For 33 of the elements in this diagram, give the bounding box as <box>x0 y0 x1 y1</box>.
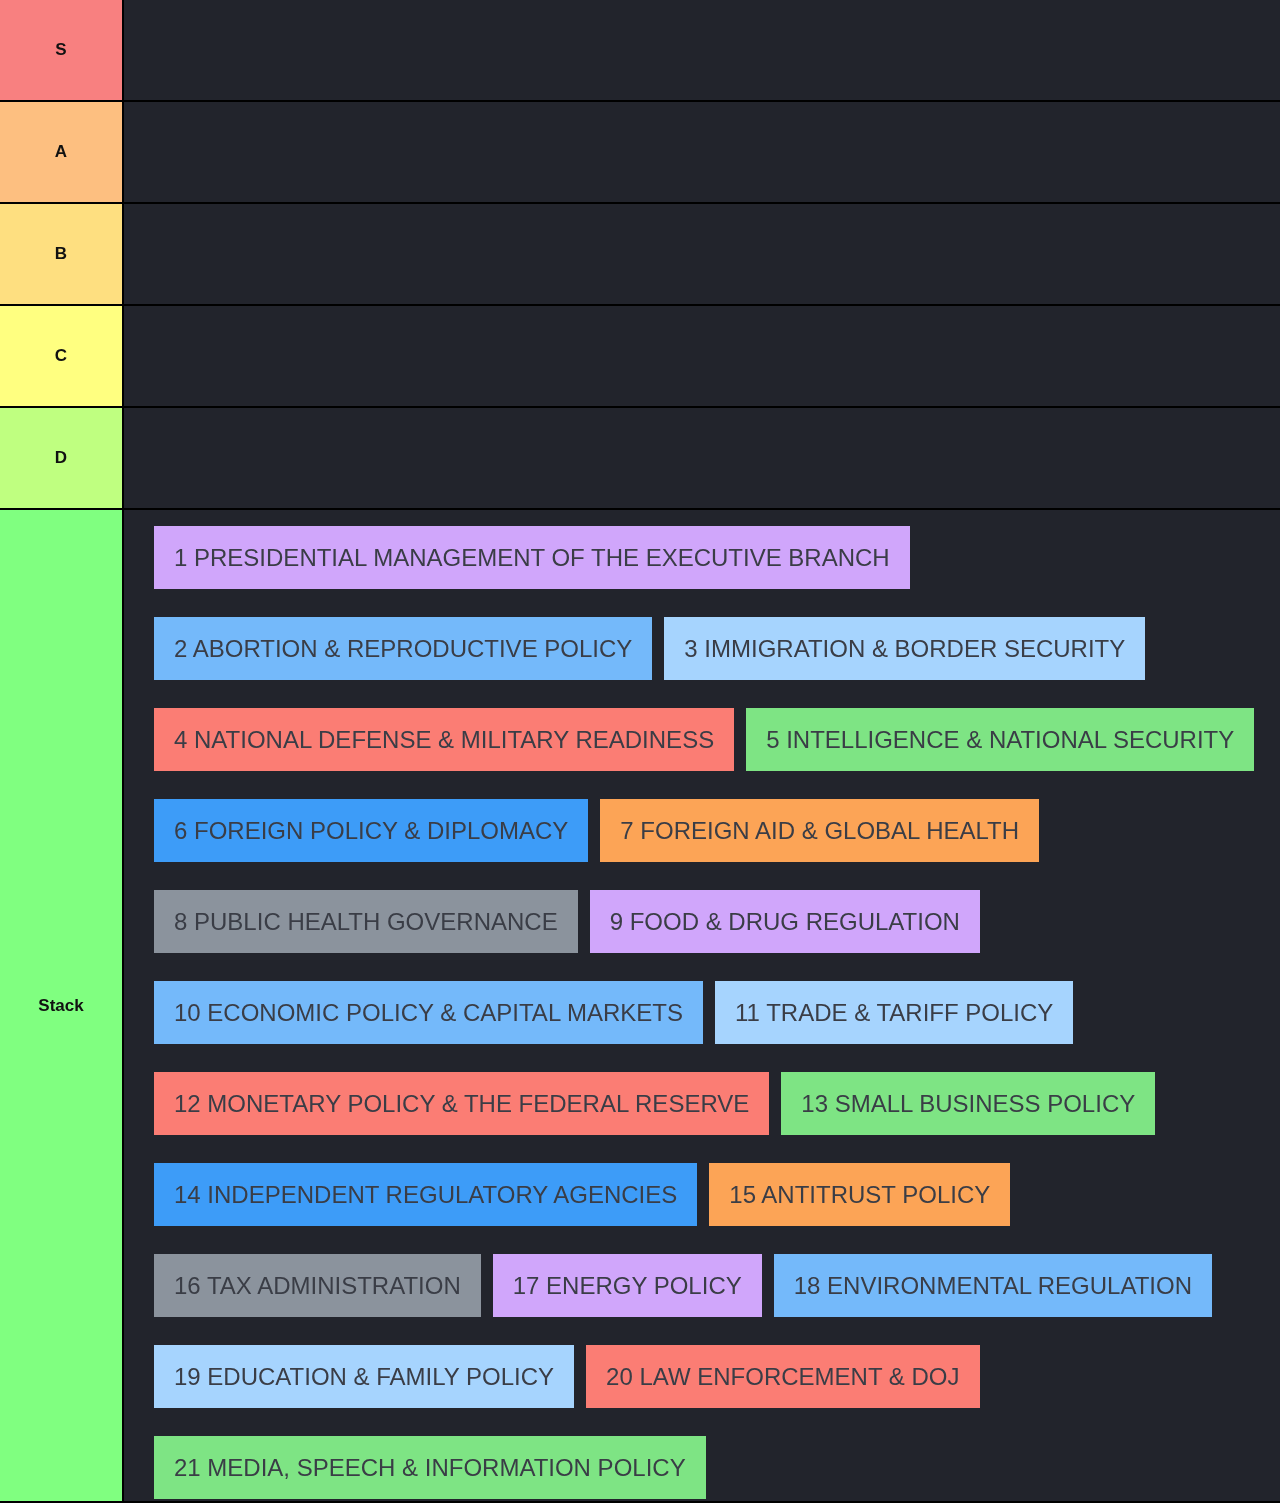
tier-item-card: 3 IMMIGRATION & BORDER SECURITY <box>664 617 1146 680</box>
tier-item-card: 12 MONETARY POLICY & THE FEDERAL RESERVE <box>154 1072 770 1135</box>
tier-item-card: 13 SMALL BUSINESS POLICY <box>781 1072 1156 1135</box>
tier-item-card: 8 PUBLIC HEALTH GOVERNANCE <box>154 890 578 953</box>
tier-item-card: 7 FOREIGN AID & GLOBAL HEALTH <box>600 799 1040 862</box>
tier-label: D <box>0 408 124 508</box>
tier-item-card: 11 TRADE & TARIFF POLICY <box>715 981 1074 1044</box>
tier-label: S <box>0 0 124 100</box>
tier-item-card: 1 PRESIDENTIAL MANAGEMENT OF THE EXECUTIVE BRANCH <box>154 526 910 589</box>
tier-item-card: 6 FOREIGN POLICY & DIPLOMACY <box>154 799 589 862</box>
tier-item-card: 16 TAX ADMINISTRATION <box>154 1254 481 1317</box>
tier-item-card: 4 NATIONAL DEFENSE & MILITARY READINESS <box>154 708 735 771</box>
tier-item-card: 10 ECONOMIC POLICY & CAPITAL MARKETS <box>154 981 703 1044</box>
tier-label: C <box>0 306 124 406</box>
tier-item-card: 17 ENERGY POLICY <box>492 1254 762 1317</box>
tier-item-card: 5 INTELLIGENCE & NATIONAL SECURITY <box>746 708 1255 771</box>
tier-item-card: 20 LAW ENFORCEMENT & DOJ <box>586 1345 980 1408</box>
tier-row <box>0 306 1280 408</box>
tier-item-card: 18 ENVIRONMENTAL REGULATION <box>773 1254 1212 1317</box>
tier-label: B <box>0 204 124 304</box>
tier-item-card: 15 ANTITRUST POLICY <box>709 1163 1011 1226</box>
tier-item-card: 2 ABORTION & REPRODUCTIVE POLICY <box>154 617 653 680</box>
tier-row <box>0 102 1280 204</box>
tier-item-card: 19 EDUCATION & FAMILY POLICY <box>154 1345 575 1408</box>
tier-row <box>0 510 1280 1503</box>
tier-item-card: 14 INDEPENDENT REGULATORY AGENCIES <box>154 1163 698 1226</box>
tier-item-card: 21 MEDIA, SPEECH & INFORMATION POLICY <box>154 1436 706 1499</box>
tier-item-card: 9 FOOD & DRUG REGULATION <box>589 890 980 953</box>
tier-row <box>0 204 1280 306</box>
tier-row <box>0 0 1280 102</box>
tier-row <box>0 408 1280 510</box>
tier-label: Stack <box>0 510 124 1501</box>
tier-label: A <box>0 102 124 202</box>
